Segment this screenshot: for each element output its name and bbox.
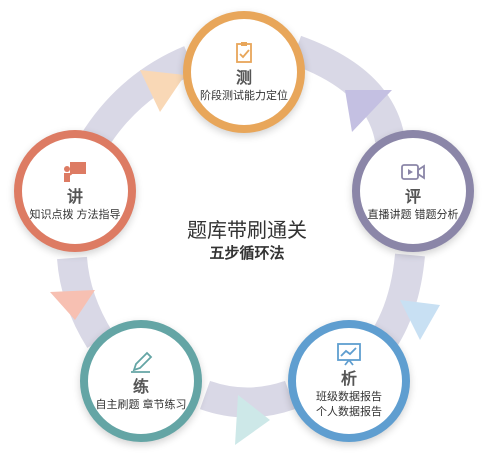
arrow-jiang [140, 70, 185, 112]
video-play-icon [400, 160, 426, 184]
center-title: 题库带刷通关 [187, 220, 307, 242]
step-title: 讲 [66, 188, 83, 206]
arrow-ce [345, 90, 392, 132]
arrow-lian [50, 290, 95, 320]
center-label: 题库带刷通关 五步循环法 [165, 218, 329, 264]
ring-segment-xi-lian [199, 380, 295, 418]
chart-board-icon [336, 342, 362, 366]
pencil-icon [128, 350, 154, 374]
teacher-board-icon [62, 160, 88, 184]
step-title: 练 [132, 378, 149, 396]
arrow-ping [400, 300, 440, 340]
step-desc: 阶段测试能力定位 [200, 89, 288, 102]
step-node-jiang: 讲 知识点拨 方法指导 [14, 130, 136, 252]
step-node-lian: 练 自主刷题 章节练习 [80, 320, 202, 442]
step-desc: 自主刷题 章节练习 [95, 398, 187, 411]
ring-segment-ce-ping [290, 35, 405, 144]
step-desc: 直播讲题 错题分析 [367, 208, 459, 221]
ring-segment-jiang-ce [82, 46, 196, 149]
step-desc: 知识点拨 方法指导 [29, 208, 121, 221]
step-node-ce: 测 阶段测试能力定位 [183, 11, 305, 133]
step-desc-line1: 班级数据报告 [316, 391, 382, 403]
arrow-xi [235, 395, 270, 445]
step-node-xi: 析 班级数据报告 个人数据报告 [288, 320, 410, 442]
clipboard-check-icon [231, 41, 257, 65]
step-desc-line2: 个人数据报告 [316, 406, 382, 418]
step-node-ping: 评 直播讲题 错题分析 [352, 130, 474, 252]
step-title: 析 [340, 371, 357, 388]
step-title: 测 [235, 69, 252, 87]
center-subtitle: 五步循环法 [209, 245, 285, 262]
step-title: 评 [404, 188, 421, 206]
